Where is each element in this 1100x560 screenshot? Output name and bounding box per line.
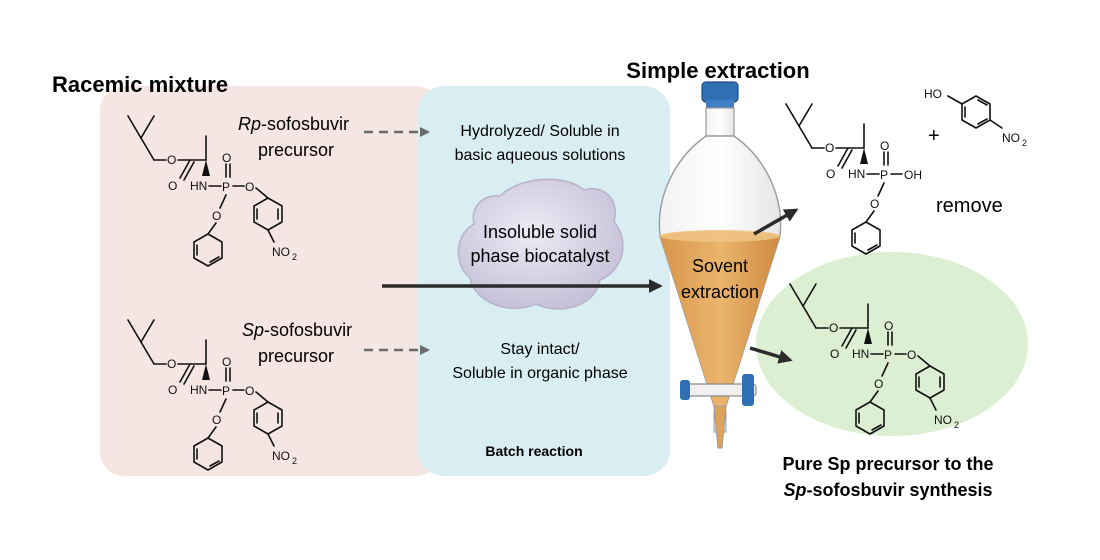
hydrolyzed-text-line2: basic aqueous solutions [455,147,626,164]
remove-arrow [753,208,799,236]
biocatalyst-blob [457,178,624,310]
separatory-funnel [658,81,782,449]
biocatalyst-text-line2: phase biocatalyst [470,246,609,266]
simple-extraction-heading: Simple extraction [626,58,809,83]
sp-label-line2: precursor [258,346,334,366]
nitrophenol-structure: HO NO 2 [924,87,1027,148]
intact-text-line1: Stay intact/ [500,341,580,358]
batch-reaction-label: Batch reaction [485,443,582,459]
racemic-mixture-heading: Racemic mixture [52,72,228,97]
svg-text:O: O [826,167,835,181]
biocatalyst-text-line1: Insoluble solid [483,222,597,242]
svg-text:HN: HN [848,167,865,181]
pure-caption-line1: Pure Sp precursor to the [782,454,993,474]
svg-text:O: O [880,139,889,153]
hydrolyzed-text-line1: Hydrolyzed/ Soluble in [460,123,619,140]
svg-text:2: 2 [1022,138,1027,148]
solvent-text-line1: Sovent [692,256,748,276]
rp-label: Rp-sofosbuvir [238,114,349,134]
sp-label: Sp-sofosbuvir [242,320,352,340]
remove-label: remove [936,195,1003,217]
intact-text-line2: Soluble in organic phase [452,365,627,382]
svg-text:P: P [880,168,888,182]
svg-text:NO: NO [1002,131,1020,145]
svg-text:O: O [825,141,834,155]
svg-text:HO: HO [924,87,942,101]
plus-sign: + [928,125,940,147]
solvent-text-line2: extraction [681,282,759,302]
rp-label-line2: precursor [258,140,334,160]
racemic-panel [100,86,440,476]
hydrolyzed-product-structure: O O HN P O OH O [785,103,922,255]
svg-text:OH: OH [904,168,922,182]
svg-text:O: O [870,197,879,211]
pure-caption-line2: Sp-sofosbuvir synthesis [783,480,992,500]
pure-product-arrow [749,346,793,364]
